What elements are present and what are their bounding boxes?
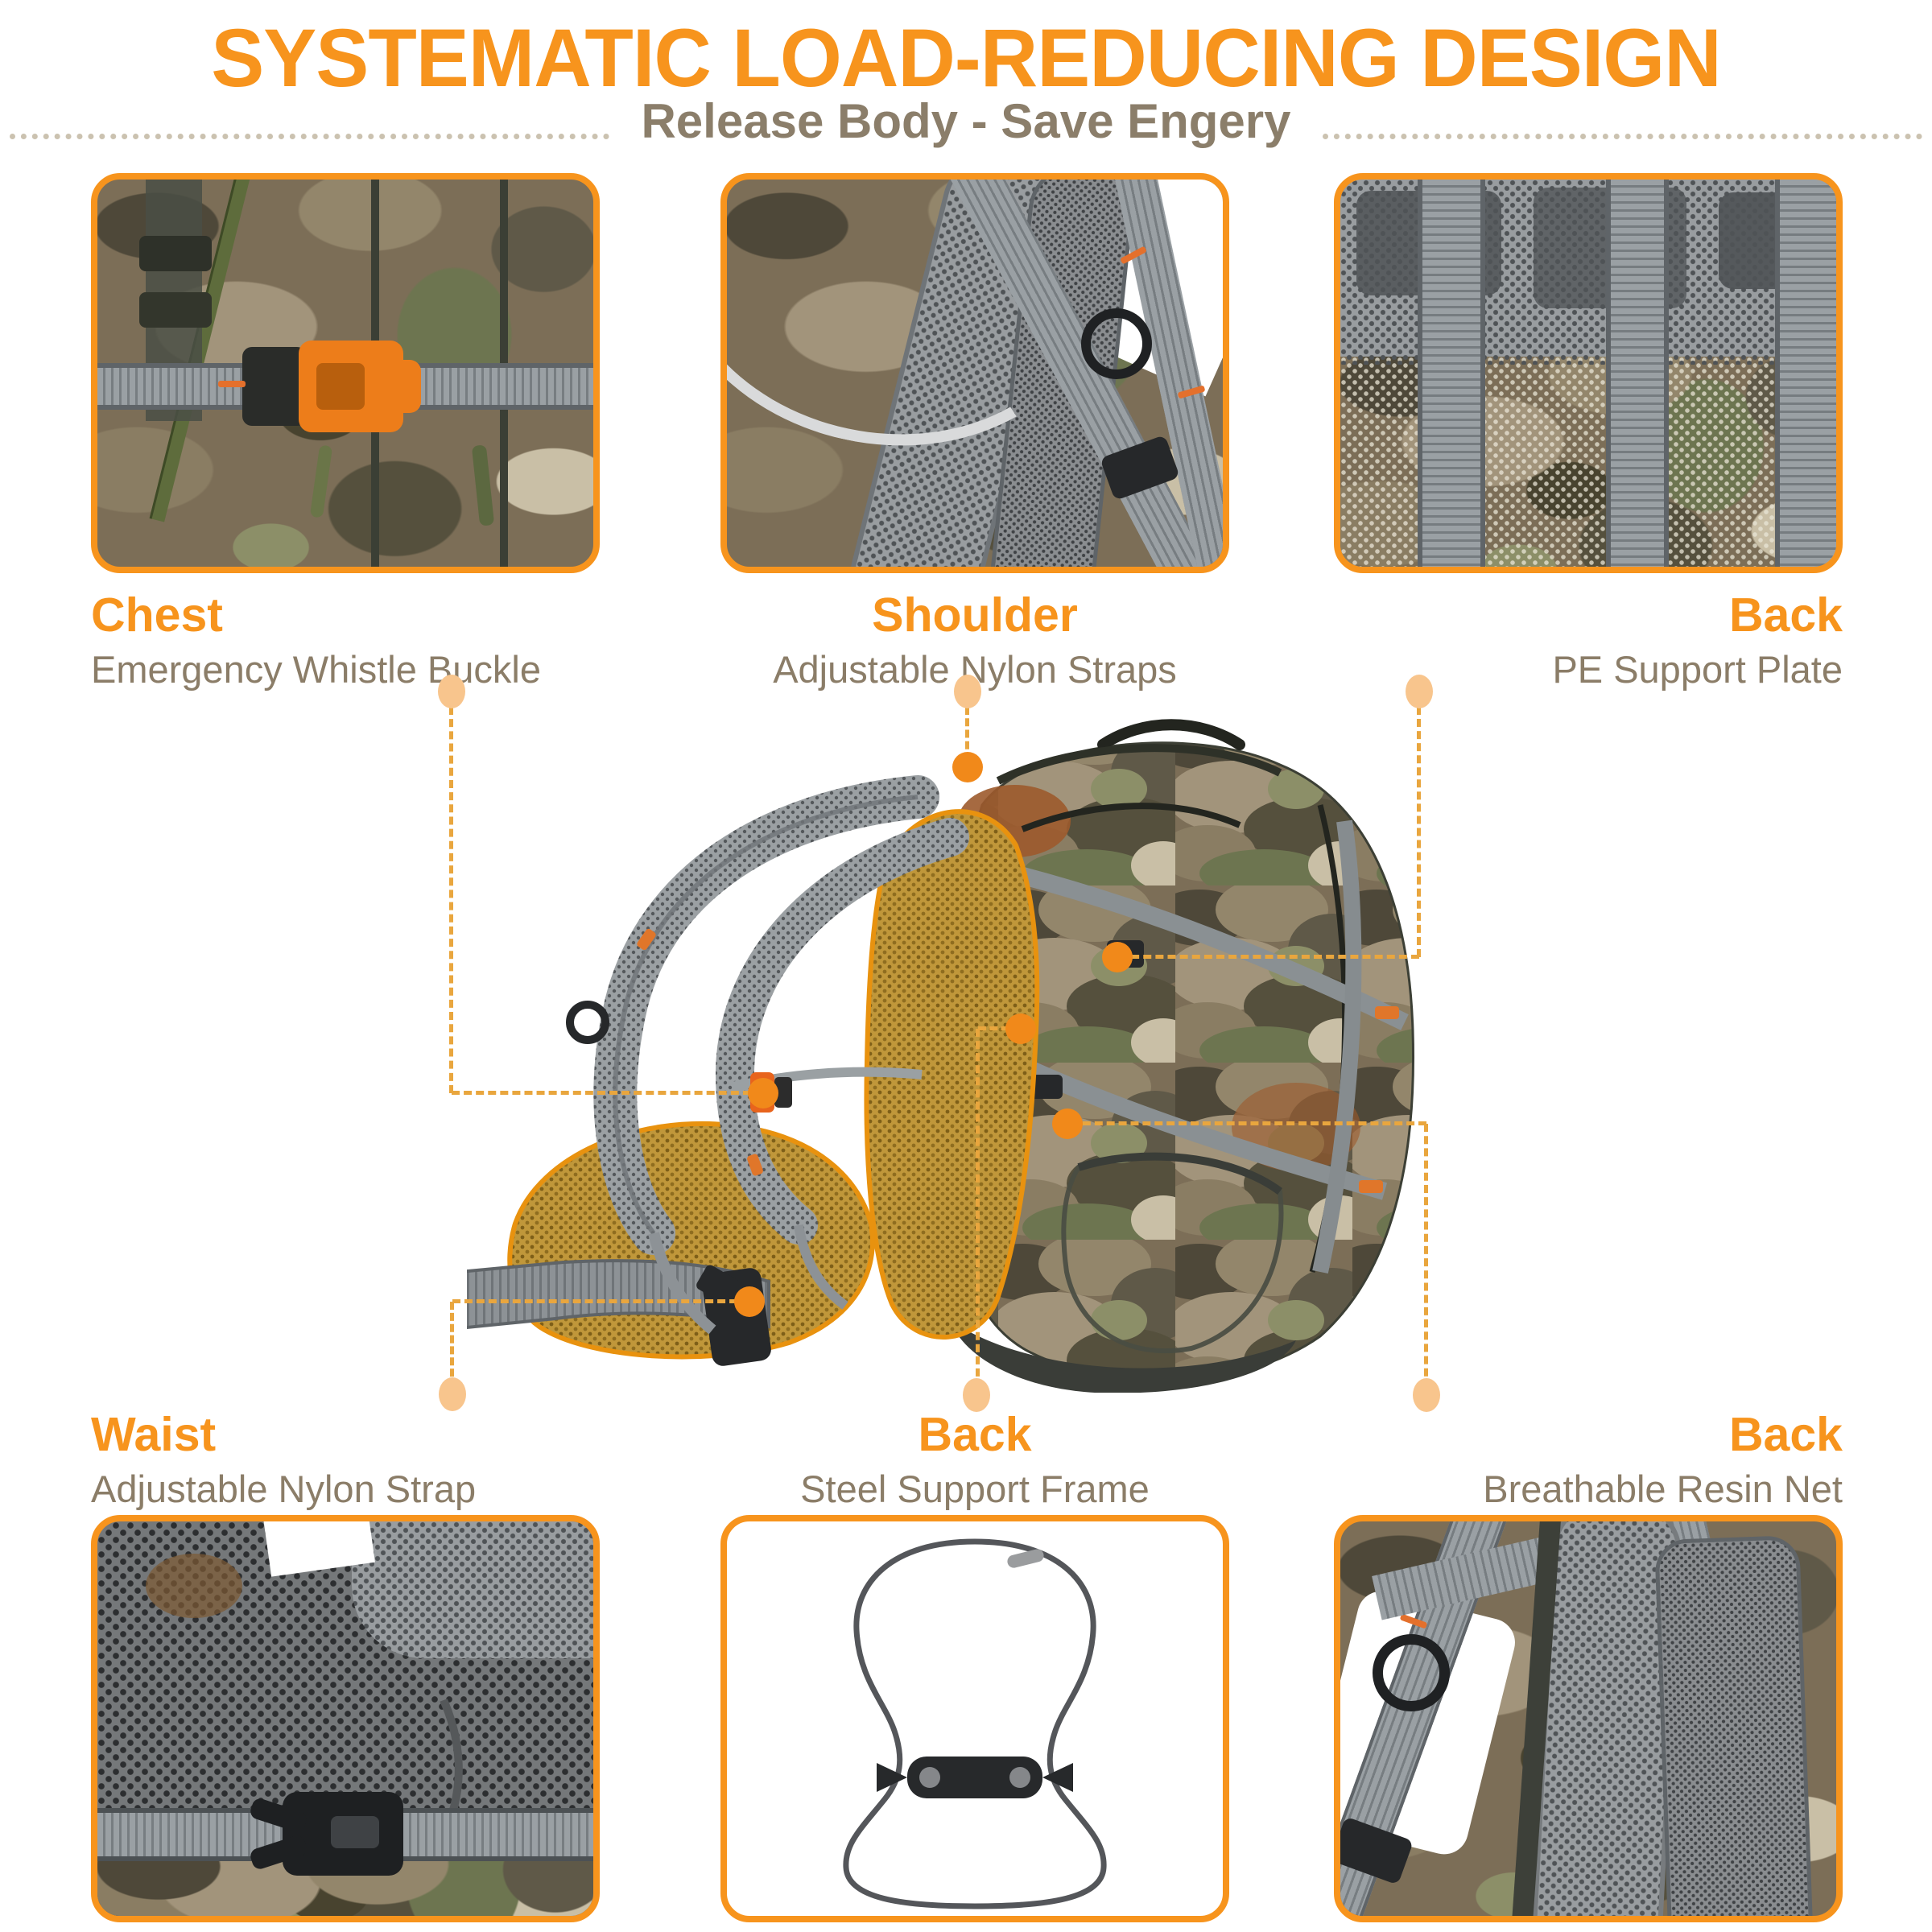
back-pe-label: Back PE Support Plate bbox=[1334, 588, 1843, 691]
buckle-dark-half bbox=[242, 347, 307, 426]
mesh-strap-pad bbox=[1654, 1535, 1815, 1916]
waist-description: Adjustable Nylon Strap bbox=[91, 1468, 477, 1510]
strap-adjuster bbox=[696, 1265, 743, 1307]
strap-webbing-tail bbox=[648, 1232, 716, 1335]
main-backpack-photo bbox=[467, 719, 1414, 1393]
steel-frame-drawing bbox=[843, 1538, 1107, 1909]
waist-callout-line-v bbox=[450, 1302, 454, 1388]
subtitle-divider-left bbox=[10, 134, 609, 139]
bracket-fin bbox=[1042, 1763, 1073, 1792]
ladder-buckle bbox=[139, 292, 212, 328]
waist-label: Waist Adjustable Nylon Strap bbox=[91, 1408, 600, 1510]
orange-stitch bbox=[637, 928, 656, 951]
back-frame-callout-line-h bbox=[978, 1026, 1021, 1030]
pocket-rim bbox=[1077, 1152, 1282, 1195]
shoulder-callout-dot-light bbox=[954, 675, 981, 708]
bracket-hole bbox=[1009, 1767, 1030, 1788]
back-net-heading: Back bbox=[1728, 1408, 1843, 1461]
shoulder-label: Shoulder Adjustable Nylon Straps bbox=[720, 588, 1229, 689]
back-net-target-dot bbox=[1052, 1108, 1083, 1139]
shoulder-strap-mesh bbox=[715, 818, 969, 1245]
vertical-strap bbox=[1775, 180, 1836, 567]
vertical-strap bbox=[1418, 180, 1485, 567]
back-pe-heading: Back bbox=[1728, 588, 1843, 642]
back-net-label: Back Breathable Resin Net bbox=[1334, 1408, 1843, 1510]
back-net-callout-line-v bbox=[1424, 1124, 1428, 1389]
chest-callout-dot-light bbox=[438, 675, 465, 708]
waist-photo bbox=[91, 1515, 600, 1922]
orange-stitch bbox=[218, 381, 246, 387]
chest-description: Emergency Whistle Buckle bbox=[91, 648, 541, 691]
page-subtitle: Release Body - Save Engery bbox=[641, 94, 1291, 148]
bracket-fin bbox=[877, 1763, 907, 1792]
mesh-overlay bbox=[1340, 357, 1836, 567]
orange-stitch bbox=[1375, 1006, 1399, 1019]
bracket-hole bbox=[919, 1767, 940, 1788]
bag-bottom bbox=[950, 1320, 1296, 1393]
webbing-strap bbox=[996, 861, 1409, 1030]
zipper bbox=[1021, 803, 1241, 832]
back-pe-target-dot bbox=[1102, 942, 1133, 972]
frame-photo bbox=[720, 1515, 1229, 1922]
strap-buckle bbox=[1030, 1075, 1063, 1099]
back-net-callout-dot-light bbox=[1413, 1378, 1440, 1412]
back-pe-callout-dot-light bbox=[1406, 675, 1433, 708]
waist-callout-line-h bbox=[452, 1299, 749, 1303]
back-pe-description: PE Support Plate bbox=[1552, 648, 1843, 691]
back-frame-target-dot bbox=[1005, 1013, 1036, 1044]
shoulder-photo bbox=[720, 173, 1229, 573]
chest-heading: Chest bbox=[91, 588, 223, 642]
buckle-slot bbox=[331, 1816, 379, 1848]
whistle-tip bbox=[397, 360, 421, 413]
back-frame-callout-line-v bbox=[976, 1029, 980, 1389]
back-frame-label: Back Steel Support Frame bbox=[720, 1408, 1229, 1510]
leaf-blotch bbox=[146, 1554, 242, 1618]
chest-callout-line-h bbox=[452, 1091, 763, 1095]
strap-webbing-tail bbox=[794, 1224, 848, 1310]
sternum-buckle-dark bbox=[774, 1077, 792, 1108]
top-handle bbox=[1097, 719, 1245, 750]
whistle-buckle-slot bbox=[316, 363, 365, 410]
subtitle-divider-right bbox=[1323, 134, 1922, 139]
back-net-photo bbox=[1334, 1515, 1843, 1922]
webbing-strap bbox=[1312, 819, 1362, 1274]
vertical-strap bbox=[1606, 180, 1669, 567]
zipper-pull bbox=[471, 444, 495, 526]
back-frame-description: Steel Support Frame bbox=[800, 1468, 1150, 1510]
lumbar-panel-gold-mesh bbox=[864, 809, 1040, 1340]
page-title: SYSTEMATIC LOAD-REDUCING DESIGN bbox=[211, 12, 1721, 104]
steel-wire-outline bbox=[843, 1538, 1107, 1909]
back-pe-callout-line-v bbox=[1417, 707, 1421, 957]
waist-target-dot bbox=[734, 1286, 765, 1317]
chest-label: Chest Emergency Whistle Buckle bbox=[91, 588, 600, 691]
back-frame-callout-dot-light bbox=[963, 1378, 990, 1412]
ladder-buckle bbox=[139, 236, 212, 271]
waist-callout-dot-light bbox=[439, 1377, 466, 1411]
strap-edge bbox=[613, 795, 919, 1235]
back-pe-callout-line-h bbox=[1119, 955, 1419, 959]
orange-stitch bbox=[1359, 1180, 1383, 1193]
chest-callout-line-v bbox=[449, 707, 453, 1093]
chest-photo bbox=[91, 173, 600, 573]
shoulder-callout-line-v bbox=[965, 707, 969, 761]
orange-stitch bbox=[747, 1154, 763, 1176]
back-pe-photo bbox=[1334, 173, 1843, 573]
back-frame-heading: Back bbox=[918, 1408, 1032, 1461]
shoulder-heading: Shoulder bbox=[872, 588, 1078, 642]
chest-target-dot bbox=[748, 1078, 778, 1108]
shoulder-target-dot bbox=[952, 752, 983, 782]
back-net-description: Breathable Resin Net bbox=[1483, 1468, 1843, 1510]
mesh-top-layer bbox=[1340, 180, 1836, 365]
top-strap bbox=[996, 744, 1282, 785]
frame-bracket bbox=[907, 1757, 1042, 1798]
d-ring bbox=[566, 1001, 609, 1044]
zipper-pull bbox=[309, 444, 333, 518]
back-net-callout-line-h bbox=[1071, 1121, 1426, 1125]
light-mesh-patch bbox=[352, 1521, 593, 1658]
waist-wing-gold-mesh bbox=[507, 1121, 875, 1360]
wire-sleeve bbox=[1007, 1549, 1044, 1568]
waist-heading: Waist bbox=[91, 1408, 217, 1461]
